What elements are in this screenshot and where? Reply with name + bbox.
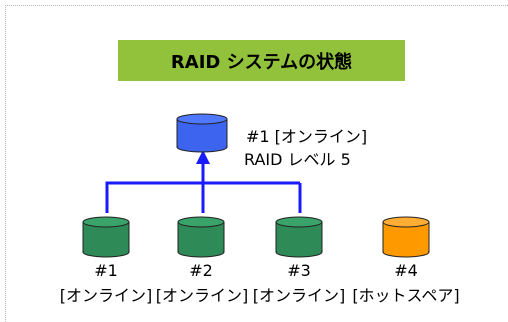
array-cylinder-icon (176, 113, 228, 153)
array-level-label: RAID レベル 5 (244, 150, 351, 169)
disk-1-cylinder-icon (82, 216, 130, 258)
disk-2-id-label: #2 (189, 261, 213, 280)
disk-4-status-label: [ホットスペア] (352, 286, 460, 305)
arrowhead-icon (196, 150, 210, 164)
disk-1-status-label: [オンライン] (59, 286, 153, 305)
frame-left-border (5, 5, 6, 322)
disk-1-id-label: #1 (94, 261, 118, 280)
disk-3-status-label: [オンライン] (252, 286, 346, 305)
disk-4-id-label: #4 (394, 261, 418, 280)
connector-lines (105, 150, 302, 213)
diagram-title: RAID システムの状態 (118, 40, 405, 81)
disk-3-id-label: #3 (287, 261, 311, 280)
disk-3-cylinder-icon (275, 216, 323, 258)
array-name-label: #1 [オンライン] (246, 127, 368, 146)
disk-2-status-label: [オンライン] (155, 286, 249, 305)
frame-top-border (5, 5, 508, 6)
connector-disk-1 (105, 181, 203, 213)
disk-2-cylinder-icon (177, 216, 225, 258)
disk-4-cylinder-icon (382, 216, 430, 258)
